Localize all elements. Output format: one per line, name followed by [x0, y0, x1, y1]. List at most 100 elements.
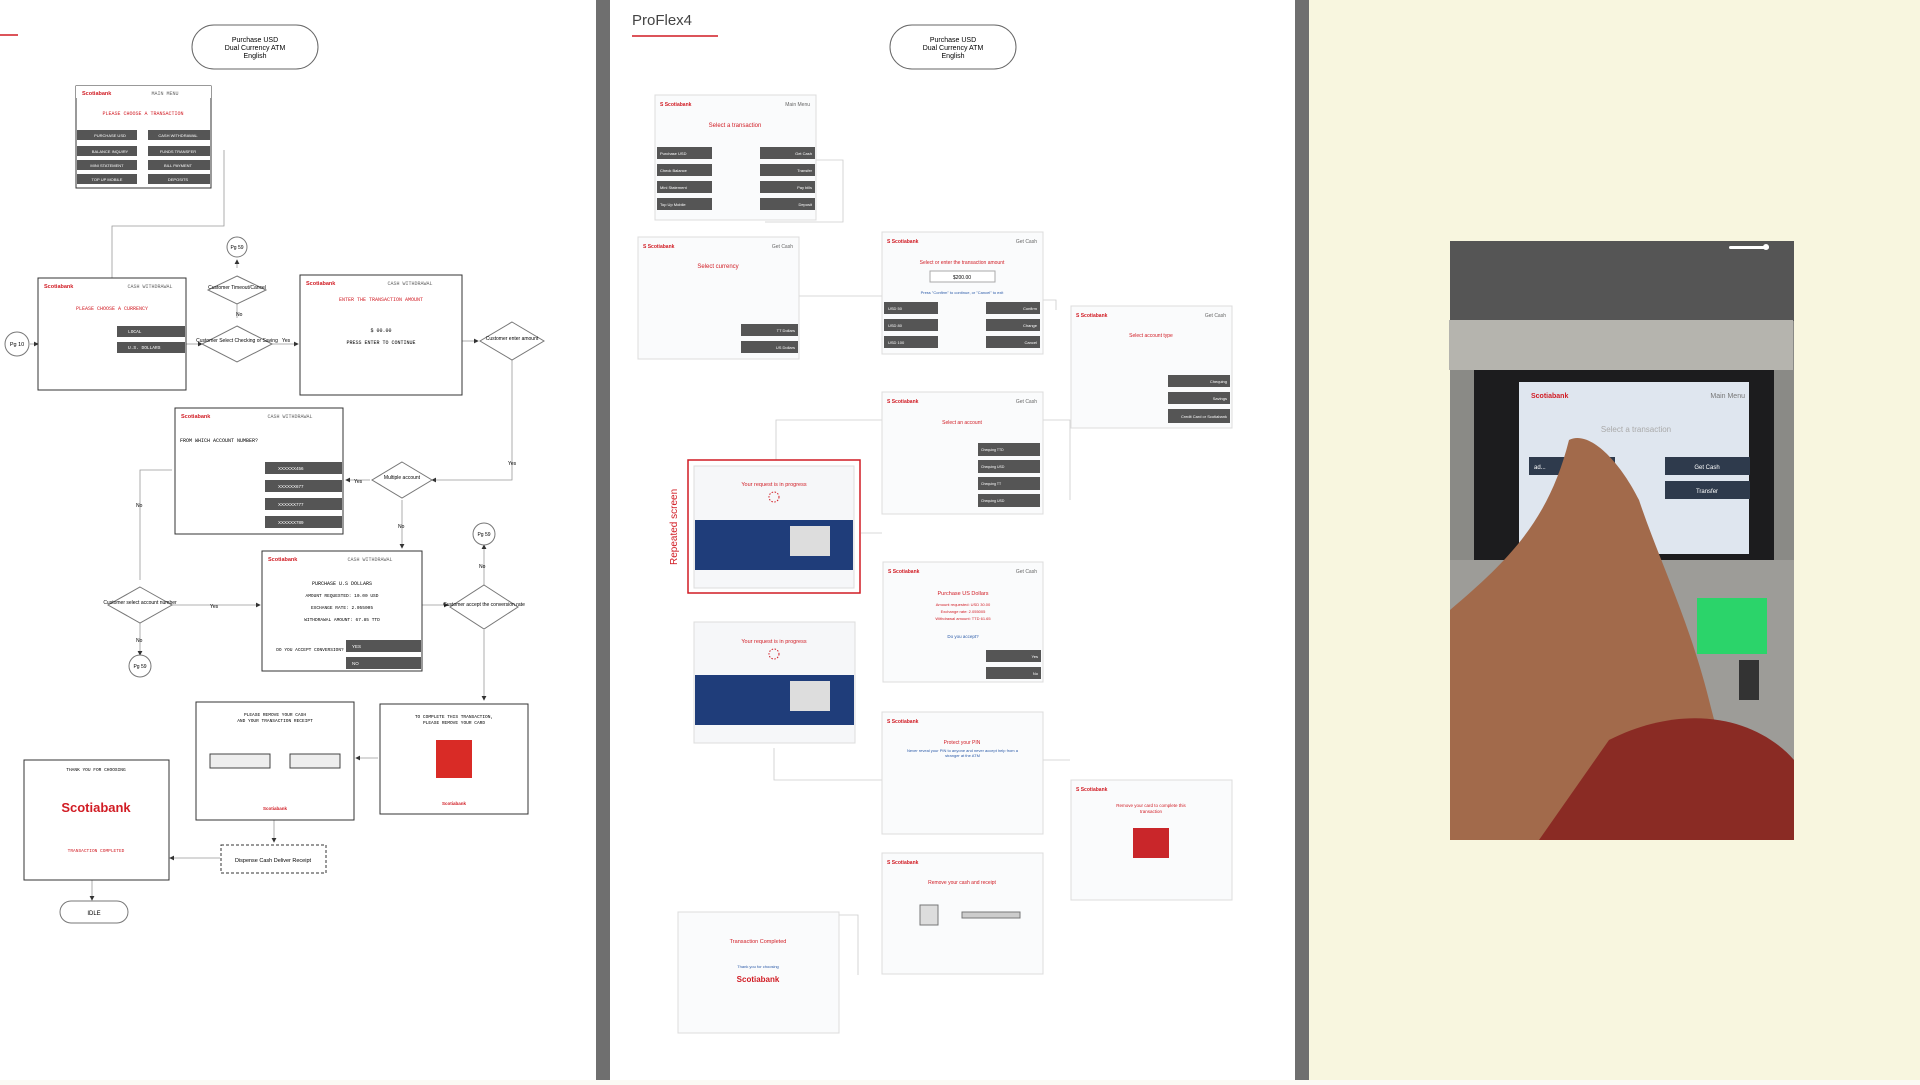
- pf-purchase-usd: S Scotiabank Get Cash Purchase US Dollar…: [882, 561, 1044, 683]
- svg-text:Main Menu: Main Menu: [785, 102, 810, 108]
- svg-text:Deposit: Deposit: [798, 202, 812, 207]
- svg-text:No: No: [136, 638, 143, 644]
- decision-multiple-account: Multiple account: [371, 461, 433, 499]
- svg-text:CASH WITHDRAWAL: CASH WITHDRAWAL: [347, 557, 392, 563]
- svg-text:Purchase USD: Purchase USD: [660, 151, 687, 156]
- svg-text:S Scotiabank: S Scotiabank: [887, 860, 919, 866]
- svg-text:Customer select account number: Customer select account number: [103, 600, 177, 606]
- decision-enter-amount: Customer enter amount: [479, 321, 545, 361]
- svg-text:US Dollars: US Dollars: [776, 345, 795, 350]
- svg-text:Top Up Mobile: Top Up Mobile: [660, 202, 686, 207]
- svg-text:Protect your PIN: Protect your PIN: [944, 740, 981, 746]
- svg-text:$200.00: $200.00: [953, 275, 971, 281]
- svg-text:NO: NO: [352, 661, 359, 666]
- decision-select-account-type: Customer Select Checking or Saving: [196, 325, 278, 363]
- svg-text:XXXXXX789: XXXXXX789: [278, 520, 304, 525]
- svg-text:Yes: Yes: [210, 604, 219, 610]
- svg-text:Select a transaction: Select a transaction: [1601, 425, 1671, 434]
- svg-text:Remove your cash and receipt: Remove your cash and receipt: [928, 880, 996, 886]
- idle-pill: IDLE: [59, 900, 129, 924]
- svg-text:CASH WITHDRAWAL: CASH WITHDRAWAL: [387, 281, 432, 287]
- pf-select-account: S Scotiabank Get Cash Select an account …: [881, 391, 1044, 515]
- svg-text:Scotiabank: Scotiabank: [61, 800, 131, 815]
- svg-text:XXXXXX456: XXXXXX456: [278, 466, 304, 471]
- right-header-pill: Purchase USD Dual Currency ATM English: [889, 24, 1017, 70]
- svg-text:No: No: [398, 524, 405, 530]
- svg-text:ENTER THE TRANSACTION AMOUNT: ENTER THE TRANSACTION AMOUNT: [339, 297, 423, 303]
- svg-text:YES: YES: [352, 644, 361, 649]
- svg-text:Dispense Cash Deliver Receipt: Dispense Cash Deliver Receipt: [235, 858, 312, 864]
- svg-text:U.S. DOLLARS: U.S. DOLLARS: [128, 345, 161, 351]
- svg-text:PLEASE CHOOSE A TRANSACTION: PLEASE CHOOSE A TRANSACTION: [102, 111, 183, 117]
- svg-text:Chequing USD: Chequing USD: [981, 499, 1005, 503]
- svg-text:Pay bills: Pay bills: [797, 185, 812, 190]
- svg-text:Select an account: Select an account: [942, 420, 982, 426]
- page-ref-pg10: Pg 10: [4, 331, 30, 357]
- page-ref-pg59-right: Pg 59: [472, 522, 496, 546]
- pf-protect-pin: S Scotiabank Protect your PIN Never reve…: [881, 711, 1044, 835]
- svg-text:English: English: [244, 53, 267, 60]
- svg-text:No: No: [1033, 671, 1039, 676]
- svg-text:Yes: Yes: [508, 461, 517, 467]
- svg-text:Select a transaction: Select a transaction: [709, 123, 762, 129]
- svg-text:Customer Select Checking or Sa: Customer Select Checking or Saving: [196, 338, 278, 344]
- svg-text:Chequing TT: Chequing TT: [981, 482, 1002, 486]
- pf-progress: Your request is in progress: [693, 621, 856, 744]
- remove-card-screen: TO COMPLETE THIS TRANSACTION, PLEASE REM…: [379, 703, 529, 815]
- svg-text:FROM WHICH ACCOUNT NUMBER?: FROM WHICH ACCOUNT NUMBER?: [180, 438, 258, 444]
- svg-text:Cancel: Cancel: [1025, 340, 1038, 345]
- svg-text:BILL PAYMENT: BILL PAYMENT: [164, 163, 192, 168]
- svg-text:Customer Timeout/Cancel: Customer Timeout/Cancel: [208, 285, 266, 291]
- svg-text:XXXXXX677: XXXXXX677: [278, 484, 304, 489]
- svg-text:S Scotiabank: S Scotiabank: [660, 102, 692, 108]
- svg-text:Get Cash: Get Cash: [1016, 239, 1037, 245]
- svg-text:Dual Currency ATM: Dual Currency ATM: [225, 45, 286, 52]
- svg-text:CASH WITHDRAWAL: CASH WITHDRAWAL: [158, 133, 198, 138]
- svg-text:PLEASE REMOVE YOUR CASH: PLEASE REMOVE YOUR CASH: [244, 712, 306, 718]
- svg-text:Pg 59: Pg 59: [230, 245, 243, 251]
- pf-amount: S Scotiabank Get Cash Select or enter th…: [881, 231, 1044, 355]
- main-menu-screen: Scotiabank MAIN MENU PLEASE CHOOSE A TRA…: [75, 85, 212, 189]
- svg-text:Exchange rate: 2.055005: Exchange rate: 2.055005: [941, 609, 986, 614]
- svg-text:S Scotiabank: S Scotiabank: [888, 569, 920, 575]
- dispense-box: Dispense Cash Deliver Receipt: [220, 844, 327, 874]
- svg-text:WITHDRAWAL AMOUNT: 67.85 TTD: WITHDRAWAL AMOUNT: 67.85 TTD: [304, 617, 380, 623]
- svg-text:Transfer: Transfer: [797, 168, 812, 173]
- svg-text:Get Cash: Get Cash: [795, 151, 812, 156]
- svg-text:Select currency: Select currency: [697, 264, 738, 270]
- decision-accept-conversion: Customer accept the conversion rate: [443, 584, 525, 630]
- svg-text:Mini Statement: Mini Statement: [660, 185, 688, 190]
- svg-text:Select account type: Select account type: [1129, 333, 1173, 339]
- proflex4-flow-page: ProFlex4 Purchase USD Dual Currency ATM …: [610, 0, 1295, 1080]
- decision-select-account-number: Customer select account number: [103, 586, 177, 624]
- svg-text:USD 50: USD 50: [888, 306, 903, 311]
- svg-text:$ 00.00: $ 00.00: [370, 328, 391, 334]
- volume-slider[interactable]: [1729, 246, 1769, 249]
- svg-text:MINI STATEMENT: MINI STATEMENT: [90, 163, 124, 168]
- currency-screen: Scotiabank CASH WITHDRAWAL PLEASE CHOOSE…: [37, 277, 187, 391]
- page-ref-pg59-bottom: Pg 59: [128, 654, 152, 678]
- svg-text:Main Menu: Main Menu: [1710, 393, 1745, 400]
- svg-text:Scotiabank: Scotiabank: [263, 806, 288, 811]
- svg-text:EXCHANGE RATE: 2.055005: EXCHANGE RATE: 2.055005: [311, 605, 373, 611]
- svg-text:CASH WITHDRAWAL: CASH WITHDRAWAL: [267, 414, 312, 420]
- svg-text:Chequing: Chequing: [1210, 379, 1227, 384]
- page-ref-pg59: Pg 59: [226, 236, 248, 258]
- svg-text:Scotiabank: Scotiabank: [82, 91, 112, 97]
- svg-text:DO YOU ACCEPT CONVERSION?: DO YOU ACCEPT CONVERSION?: [276, 647, 344, 653]
- svg-text:PURCHASE U.S DOLLARS: PURCHASE U.S DOLLARS: [312, 581, 372, 587]
- account-number-screen: Scotiabank CASH WITHDRAWAL FROM WHICH AC…: [174, 407, 344, 535]
- svg-text:English: English: [942, 53, 965, 60]
- svg-text:Confirm: Confirm: [1023, 306, 1038, 311]
- svg-text:TO COMPLETE THIS TRANSACTION,: TO COMPLETE THIS TRANSACTION,: [415, 714, 493, 720]
- svg-text:S Scotiabank: S Scotiabank: [887, 719, 919, 725]
- atm-photo: Scotiabank Main Menu Select a transactio…: [1449, 241, 1794, 840]
- svg-text:Yes: Yes: [354, 479, 363, 485]
- svg-text:FUNDS TRANSFER: FUNDS TRANSFER: [160, 149, 196, 154]
- svg-text:MAIN MENU: MAIN MENU: [151, 91, 178, 97]
- svg-text:IDLE: IDLE: [87, 911, 100, 917]
- svg-text:Yes: Yes: [1031, 654, 1038, 659]
- purchase-usd-screen: Scotiabank CASH WITHDRAWAL PURCHASE U.S …: [261, 550, 423, 672]
- svg-text:Scotiabank: Scotiabank: [181, 414, 211, 420]
- svg-text:Scotiabank: Scotiabank: [442, 801, 467, 806]
